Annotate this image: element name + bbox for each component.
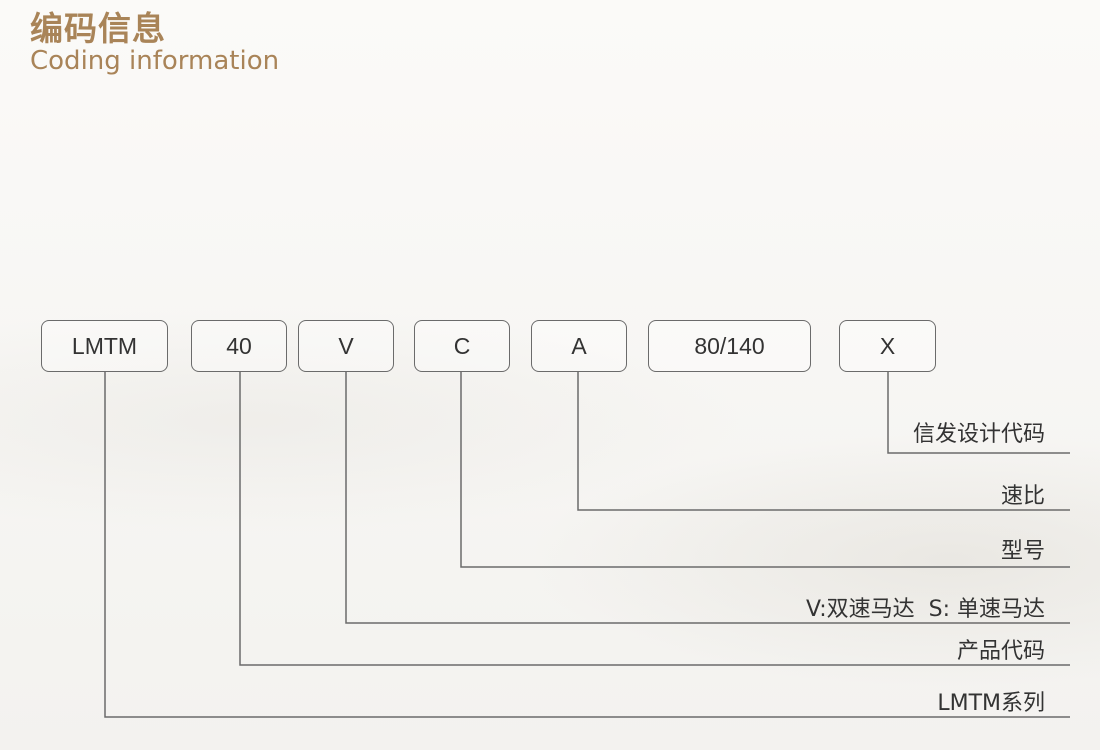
connector-c bbox=[460, 372, 1070, 568]
connector-x bbox=[887, 372, 1070, 454]
code-box-design: X bbox=[839, 320, 936, 372]
page-subtitle: Coding information bbox=[30, 46, 280, 76]
code-box-motor: V bbox=[298, 320, 394, 372]
code-box-series: LMTM bbox=[41, 320, 168, 372]
legend-label-product-code: 产品代码 bbox=[956, 639, 1045, 664]
connector-v bbox=[345, 372, 1070, 624]
connector-40 bbox=[239, 372, 1070, 666]
legend-label-design-code: 信发设计代码 bbox=[912, 422, 1045, 447]
legend-label-motor-type: V:双速马达 S: 单速马达 bbox=[805, 597, 1045, 622]
legend-label-model: 型号 bbox=[1000, 539, 1045, 564]
connector-lmtm bbox=[104, 372, 1070, 718]
page-title: 编码信息 bbox=[30, 9, 166, 48]
code-box-ratio: 80/140 bbox=[648, 320, 811, 372]
code-box-model: C bbox=[414, 320, 510, 372]
connector-a bbox=[577, 372, 1070, 511]
legend-label-series: LMTM系列 bbox=[937, 691, 1045, 716]
code-box-ratio-code: A bbox=[531, 320, 627, 372]
code-box-product: 40 bbox=[191, 320, 287, 372]
legend-label-ratio: 速比 bbox=[1000, 484, 1045, 509]
